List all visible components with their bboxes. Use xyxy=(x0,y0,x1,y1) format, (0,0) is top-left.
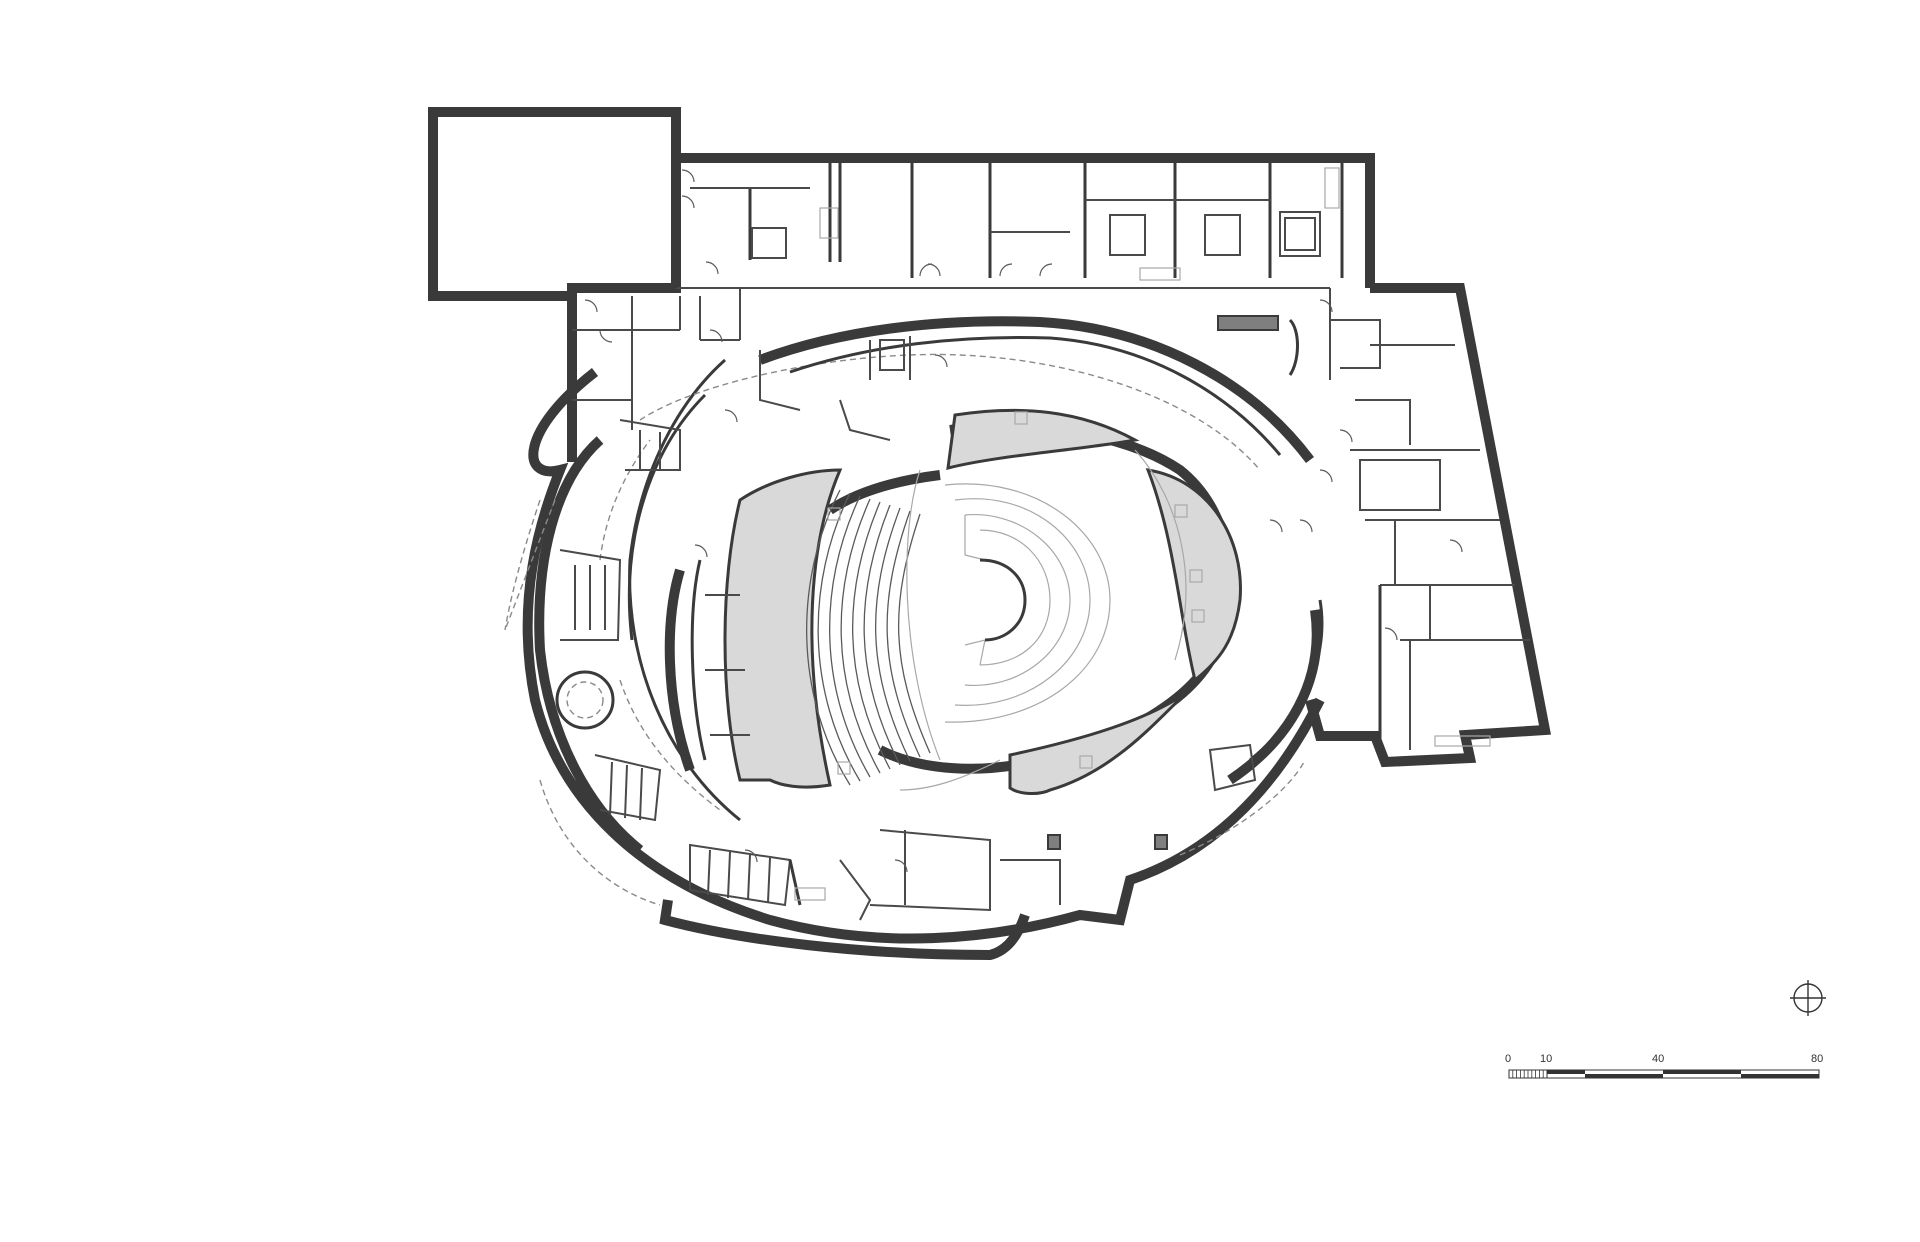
south-bulge-wall xyxy=(659,899,1030,961)
west-proscenium-wall xyxy=(664,568,695,772)
seat-row xyxy=(874,507,911,762)
doors xyxy=(584,169,1463,873)
auditorium xyxy=(664,408,1242,795)
seat-row xyxy=(806,489,851,786)
north-rooms xyxy=(674,158,1344,288)
north-curved-gallery xyxy=(758,316,1314,464)
lobby-ring xyxy=(504,315,1325,961)
west-stage xyxy=(723,468,843,789)
seat-row xyxy=(886,510,921,758)
canopy-west xyxy=(504,499,556,631)
stage-wedge-south xyxy=(1008,688,1191,795)
west-curved-wall xyxy=(534,436,644,854)
seat-row xyxy=(863,504,901,766)
seat-row xyxy=(840,498,881,774)
seat-row xyxy=(898,513,931,754)
north-wall xyxy=(676,153,1375,288)
north-arrow-icon xyxy=(1790,980,1826,1016)
scale-label-80: 80 xyxy=(1811,1053,1823,1065)
seat-row xyxy=(829,495,871,778)
north-wing xyxy=(428,107,1375,462)
west-restrooms xyxy=(555,419,681,822)
south-restrooms xyxy=(689,843,872,921)
outer-oval-wall xyxy=(522,368,1325,944)
east-wing xyxy=(1305,283,1551,768)
west-service-rooms xyxy=(567,288,741,462)
seat-row xyxy=(851,501,891,770)
scale-label-0: 0 xyxy=(1505,1053,1511,1065)
large-storage-room xyxy=(428,107,681,301)
stage-wedge-north xyxy=(946,408,1140,470)
scale-label-10: 10 xyxy=(1540,1053,1552,1065)
scale-bar: 0 10 40 80 xyxy=(1505,1053,1823,1079)
south-rooms xyxy=(869,743,1257,912)
stage-wedge-east xyxy=(1145,468,1242,683)
east-outer-wall xyxy=(1305,283,1551,768)
round-vestibule xyxy=(555,670,615,730)
seating-block xyxy=(806,489,931,786)
seat-row xyxy=(817,492,861,782)
scale-label-40: 40 xyxy=(1652,1053,1664,1065)
